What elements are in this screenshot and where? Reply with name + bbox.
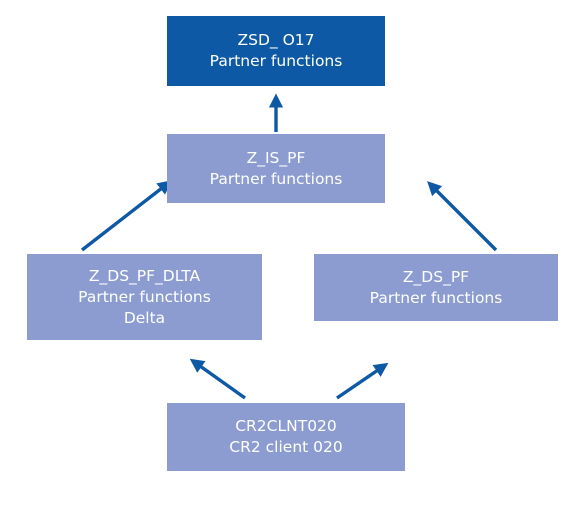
node-zsd-o17-subtitle: Partner functions xyxy=(209,52,343,70)
node-cr2clnt020-title: CR2CLNT020 xyxy=(235,417,337,435)
node-cr2clnt020-subtitle: CR2 client 020 xyxy=(229,438,343,456)
node-z-ds-pf[interactable]: Z_DS_PF Partner functions xyxy=(314,254,558,321)
node-z-ds-pf-dlta-title: Z_DS_PF_DLTA xyxy=(88,266,201,285)
edge-cr2clnt020-to-z-ds-pf xyxy=(336,362,389,400)
node-z-ds-pf-dlta-subtitle: Partner functions xyxy=(78,287,211,306)
node-zsd-o17[interactable]: ZSD_ O17 Partner functions xyxy=(167,16,385,86)
edge-z-ds-pf-dlta-to-z-is-pf xyxy=(80,180,172,252)
node-z-is-pf-title: Z_IS_PF xyxy=(246,148,306,167)
node-z-ds-pf-subtitle: Partner functions xyxy=(369,288,503,307)
node-z-is-pf-subtitle: Partner functions xyxy=(209,169,343,188)
edge-cr2clnt020-to-z-ds-pf-dlta xyxy=(189,358,246,400)
node-z-ds-pf-dlta-extra: Delta xyxy=(123,308,166,327)
node-z-ds-pf-dlta[interactable]: Z_DS_PF_DLTA Partner functions Delta xyxy=(27,254,262,340)
node-cr2clnt020[interactable]: CR2CLNT020 CR2 client 020 xyxy=(167,403,405,471)
node-zsd-o17-title: ZSD_ O17 xyxy=(237,31,315,49)
node-z-ds-pf-title: Z_DS_PF xyxy=(402,267,470,286)
edge-z-ds-pf-to-z-is-pf xyxy=(427,181,498,252)
node-z-is-pf[interactable]: Z_IS_PF Partner functions xyxy=(167,134,385,203)
